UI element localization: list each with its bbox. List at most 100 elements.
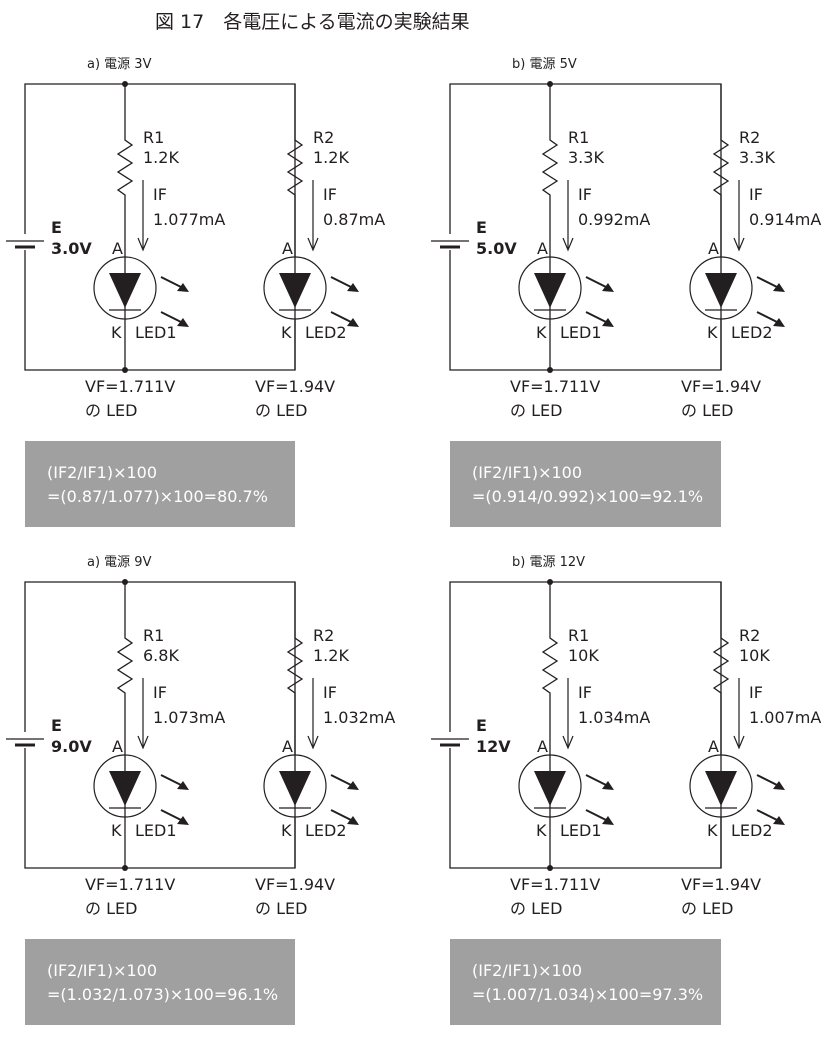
- r2-value: 10K: [739, 646, 770, 665]
- if-label: IF: [153, 185, 167, 204]
- result-formula: (IF2/IF1)×100: [47, 463, 157, 482]
- if-label: IF: [749, 185, 763, 204]
- light-emission-arrowhead-icon: [347, 816, 359, 825]
- vf2-label: VF=1.94V: [255, 875, 335, 894]
- light-emission-arrowhead-icon: [177, 816, 189, 825]
- led1-diode-icon: [534, 771, 566, 806]
- resistor-r1: [541, 84, 559, 370]
- if-label: IF: [323, 185, 337, 204]
- r2-name: R2: [313, 128, 334, 147]
- resistor-r1: [116, 84, 134, 370]
- r1-name: R1: [143, 128, 164, 147]
- light-emission-arrowhead-icon: [347, 318, 359, 327]
- result-formula: (IF2/IF1)×100: [472, 961, 582, 980]
- panel-caption: a) 電源 9V: [87, 555, 152, 570]
- vf2-suffix: の LED: [681, 401, 733, 420]
- r1-value: 3.3K: [568, 148, 604, 167]
- led2-diode-icon: [705, 273, 737, 308]
- r1-name: R1: [568, 626, 589, 645]
- vf2-suffix: の LED: [681, 899, 733, 918]
- resistor-r2: [286, 582, 304, 868]
- led1-label: LED1: [560, 323, 602, 342]
- light-emission-arrowhead-icon: [602, 283, 614, 292]
- resistor-r1: [541, 582, 559, 868]
- result-value: =(1.032/1.073)×100=96.1%: [47, 985, 278, 1004]
- anode-label: A: [282, 737, 293, 756]
- battery-label: E: [51, 716, 62, 735]
- r2-value: 1.2K: [313, 646, 349, 665]
- anode-label: A: [708, 239, 719, 258]
- cathode-label: K: [536, 323, 547, 342]
- battery-voltage: 9.0V: [51, 737, 92, 756]
- anode-label: A: [537, 239, 548, 258]
- cathode-label: K: [281, 821, 292, 840]
- current-arrow-head: [137, 735, 149, 750]
- vf1-suffix: の LED: [510, 401, 562, 420]
- vf1-label: VF=1.711V: [85, 377, 175, 396]
- battery-label: E: [476, 716, 487, 735]
- battery-label: E: [51, 218, 62, 237]
- cathode-label: K: [707, 323, 718, 342]
- resistor-r2: [712, 582, 730, 868]
- current-arrow-head: [562, 735, 574, 750]
- if2-value: 1.032mA: [323, 708, 395, 727]
- anode-label: A: [112, 239, 123, 258]
- current-arrow-head: [733, 237, 745, 252]
- light-emission-arrowhead-icon: [347, 283, 359, 292]
- light-emission-arrowhead-icon: [602, 816, 614, 825]
- result-box: [25, 441, 295, 527]
- led2-label: LED2: [305, 821, 347, 840]
- result-formula: (IF2/IF1)×100: [472, 463, 582, 482]
- vf1-label: VF=1.711V: [510, 875, 600, 894]
- battery-voltage: 3.0V: [51, 239, 92, 258]
- light-emission-arrowhead-icon: [602, 781, 614, 790]
- light-emission-arrowhead-icon: [177, 318, 189, 327]
- light-emission-arrowhead-icon: [773, 816, 785, 825]
- vf2-label: VF=1.94V: [255, 377, 335, 396]
- light-emission-arrowhead-icon: [177, 781, 189, 790]
- anode-label: A: [112, 737, 123, 756]
- battery-voltage: 5.0V: [476, 239, 517, 258]
- vf2-suffix: の LED: [255, 401, 307, 420]
- vf2-suffix: の LED: [255, 899, 307, 918]
- led1-label: LED1: [560, 821, 602, 840]
- current-arrow-head: [562, 237, 574, 252]
- result-value: =(0.914/0.992)×100=92.1%: [472, 487, 703, 506]
- led2-diode-icon: [279, 771, 311, 806]
- if2-value: 1.007mA: [749, 708, 821, 727]
- r2-name: R2: [739, 128, 760, 147]
- if-label: IF: [153, 683, 167, 702]
- panel-caption: a) 電源 3V: [87, 57, 152, 72]
- light-emission-arrowhead-icon: [773, 781, 785, 790]
- r2-value: 1.2K: [313, 148, 349, 167]
- resistor-r2: [712, 84, 730, 370]
- if1-value: 1.073mA: [153, 708, 225, 727]
- vf2-label: VF=1.94V: [681, 377, 761, 396]
- if-label: IF: [749, 683, 763, 702]
- r1-value: 10K: [568, 646, 599, 665]
- battery-label: E: [476, 218, 487, 237]
- vf1-suffix: の LED: [85, 401, 137, 420]
- result-box: [25, 939, 295, 1025]
- led2-label: LED2: [731, 323, 773, 342]
- if-label: IF: [323, 683, 337, 702]
- if2-value: 0.914mA: [749, 210, 821, 229]
- led1-label: LED1: [135, 323, 177, 342]
- r2-name: R2: [739, 626, 760, 645]
- if-label: IF: [578, 683, 592, 702]
- if1-value: 1.034mA: [578, 708, 650, 727]
- cathode-label: K: [707, 821, 718, 840]
- led2-diode-icon: [279, 273, 311, 308]
- r2-name: R2: [313, 626, 334, 645]
- current-arrow-head: [137, 237, 149, 252]
- resistor-r1: [116, 582, 134, 868]
- r1-value: 1.2K: [143, 148, 179, 167]
- resistor-r2: [286, 84, 304, 370]
- vf1-suffix: の LED: [510, 899, 562, 918]
- vf1-label: VF=1.711V: [510, 377, 600, 396]
- led1-diode-icon: [109, 771, 141, 806]
- led1-label: LED1: [135, 821, 177, 840]
- vf1-label: VF=1.711V: [85, 875, 175, 894]
